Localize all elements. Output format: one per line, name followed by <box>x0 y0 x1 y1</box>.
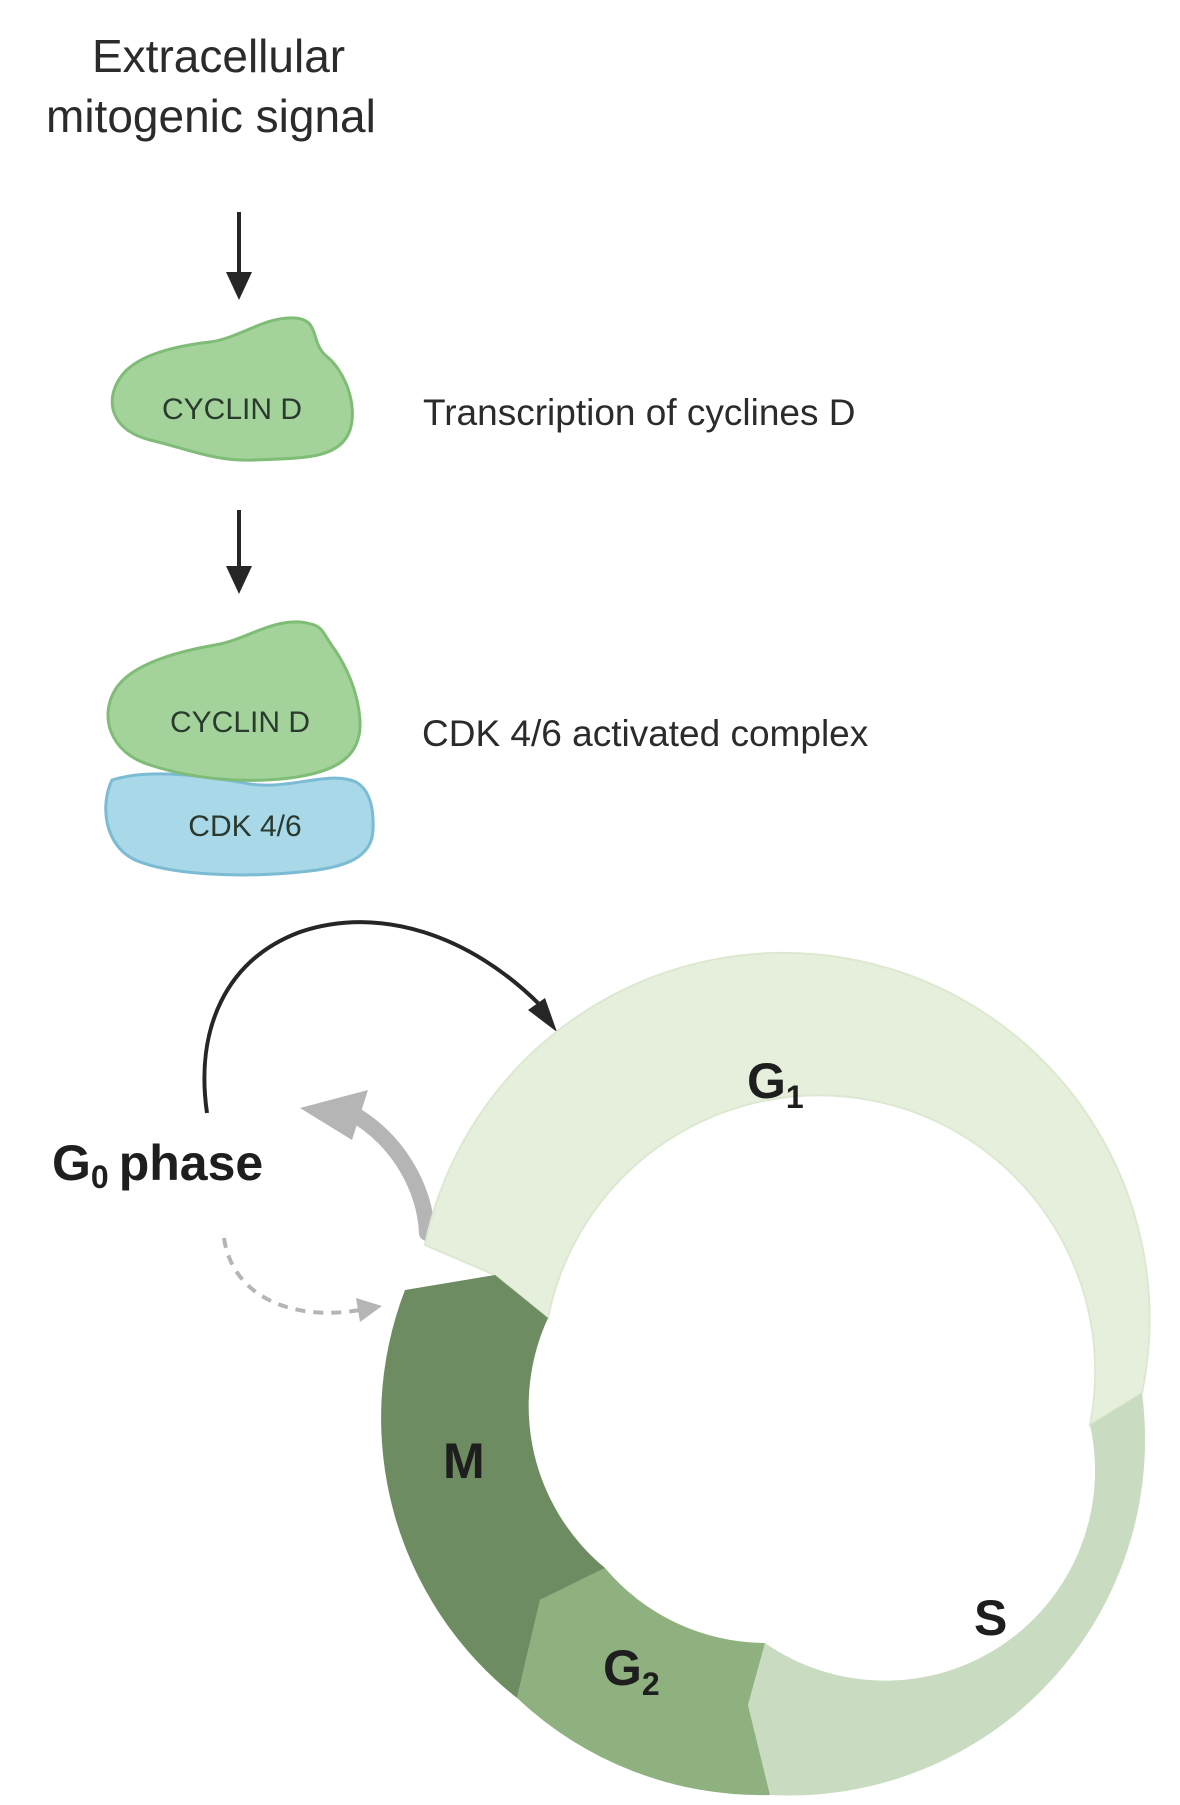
g2-phase-label: G2 <box>603 1640 660 1702</box>
complex-description: CDK 4/6 activated complex <box>422 713 869 754</box>
s-segment <box>748 1393 1146 1796</box>
arrow-g0-to-m-dashed <box>222 1237 382 1322</box>
g0-word: phase <box>119 1135 264 1191</box>
signal-title-line1: Extracellular <box>92 30 345 82</box>
signal-title-line2: mitogenic signal <box>46 90 376 142</box>
g2-subscript: 2 <box>642 1666 660 1702</box>
g2-letter: G <box>603 1640 642 1696</box>
g0-phase-label: G0 phase <box>52 1135 263 1195</box>
arrow-cycle-to-g0 <box>300 1090 435 1241</box>
g2-segment <box>517 1568 770 1796</box>
arrow-cyclin-to-complex <box>226 510 252 594</box>
cell-cycle-ring <box>381 951 1151 1796</box>
m-segment <box>381 1275 605 1698</box>
m-phase-label: M <box>443 1433 485 1489</box>
cdk-4-6-protein <box>104 772 375 877</box>
arrow-g0-to-g1 <box>202 920 557 1114</box>
g1-segment <box>423 951 1151 1428</box>
transcription-description: Transcription of cyclines D <box>423 392 856 433</box>
cyclin-d-protein <box>110 316 354 462</box>
complex-cyclin-d-protein <box>106 620 362 782</box>
g1-letter: G <box>747 1053 786 1109</box>
g1-subscript: 1 <box>786 1079 804 1115</box>
arrow-signal-to-cyclin <box>226 212 252 300</box>
g0-subscript: 0 <box>91 1159 109 1195</box>
g0-letter: G <box>52 1135 91 1191</box>
cdk-4-6-label: CDK 4/6 <box>188 810 301 843</box>
g1-phase-label: G1 <box>747 1053 804 1115</box>
s-phase-label: S <box>974 1590 1007 1646</box>
complex-cyclin-d-label: CYCLIN D <box>170 706 310 739</box>
cyclin-d-label: CYCLIN D <box>162 393 302 426</box>
